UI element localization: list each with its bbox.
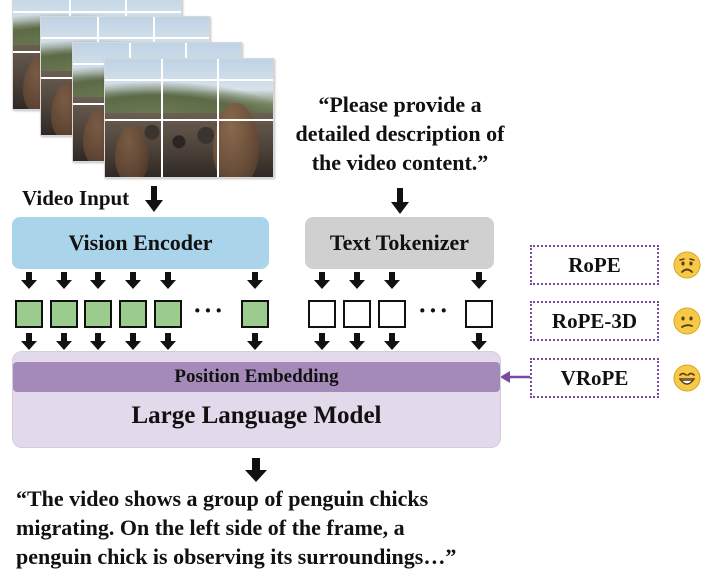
video-frames-stack (0, 0, 280, 190)
output-line-1: “The video shows a group of penguin chic… (16, 486, 429, 511)
vision-token-ellipsis: ··· (193, 296, 226, 325)
grinning-face-icon (673, 364, 701, 392)
method-box-vrope: VRoPE (530, 358, 659, 398)
output-description: “The video shows a group of penguin chic… (16, 484, 500, 571)
vision-token (50, 300, 78, 328)
text-token (308, 300, 336, 328)
vision-encoder-label: Vision Encoder (68, 230, 213, 255)
vision-token (154, 300, 182, 328)
prompt-line-2: detailed description of (295, 121, 505, 146)
text-tokenizer-label: Text Tokenizer (329, 230, 470, 255)
method-box-rope-3d: RoPE-3D (530, 301, 659, 341)
vision-token (241, 300, 269, 328)
text-tokenizer-box: Text Tokenizer (305, 217, 494, 269)
large-language-model-label: Large Language Model (131, 402, 382, 429)
prompt-line-3: the video content.” (311, 150, 489, 175)
text-token (465, 300, 493, 328)
vision-encoder-box: Vision Encoder (12, 217, 269, 269)
video-frame-4 (104, 58, 274, 178)
large-language-model-box: Position Embedding Large Language Model (12, 351, 501, 448)
confused-face-icon (673, 307, 701, 335)
text-token (343, 300, 371, 328)
vision-token (119, 300, 147, 328)
method-label-rope-3d: RoPE-3D (551, 308, 638, 333)
vision-encoder-to-tokens-arrows (21, 272, 263, 289)
prompt-arrow (391, 188, 409, 214)
llm-to-output-arrow (245, 458, 267, 482)
vision-token (15, 300, 43, 328)
position-embedding-label: Position Embedding (174, 366, 339, 387)
vision-token (84, 300, 112, 328)
prompt-line-1: “Please provide a (318, 92, 482, 117)
text-tokenizer-to-tokens-arrows (314, 272, 487, 289)
tokens-to-llm-arrows (21, 333, 487, 350)
text-token-ellipsis: ··· (418, 296, 451, 325)
prompt-text: “Please provide a detailed description o… (280, 90, 520, 177)
output-line-3: penguin chick is observing its surroundi… (16, 544, 457, 569)
method-box-rope: RoPE (530, 245, 659, 285)
text-token (378, 300, 406, 328)
method-label-rope: RoPE (568, 252, 621, 277)
position-embedding-bar: Position Embedding (13, 362, 500, 392)
method-label-vrope: VRoPE (560, 365, 629, 390)
video-input-label: Video Input (22, 186, 130, 210)
vrope-to-embedding-arrow (500, 371, 530, 383)
video-input-arrow (145, 186, 163, 212)
output-line-2: migrating. On the left side of the frame… (16, 515, 405, 540)
worried-face-icon (673, 251, 701, 279)
